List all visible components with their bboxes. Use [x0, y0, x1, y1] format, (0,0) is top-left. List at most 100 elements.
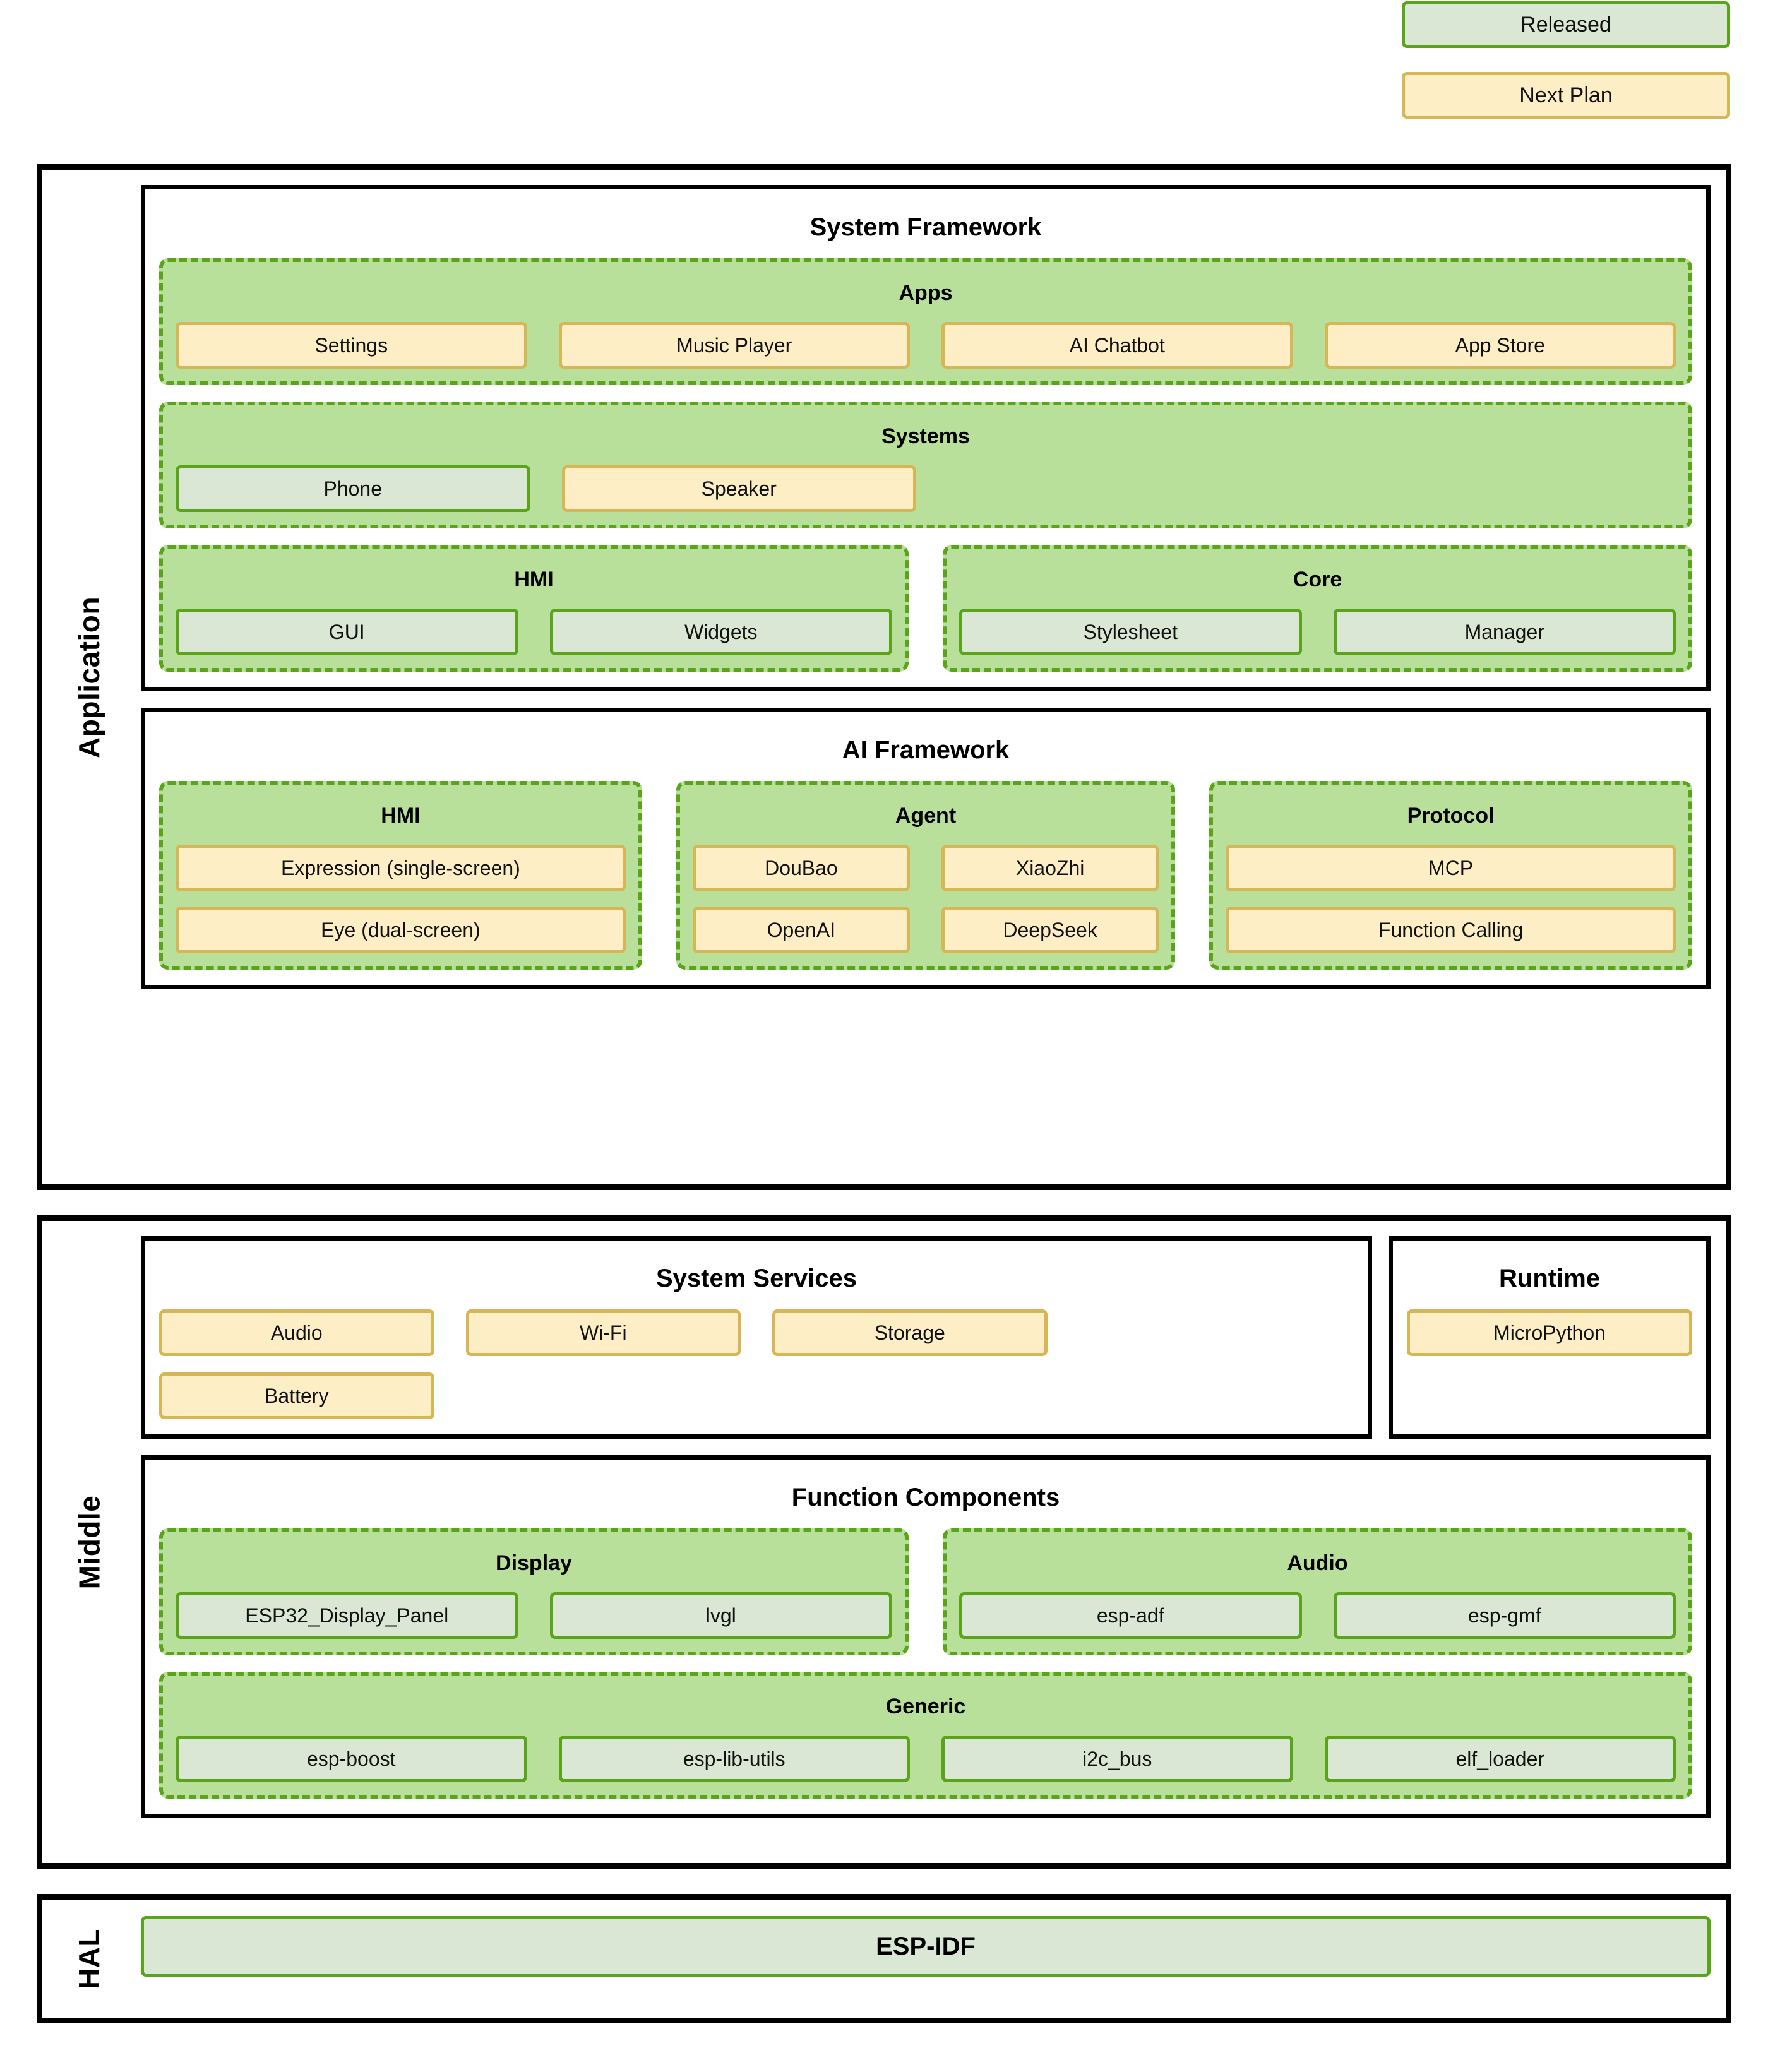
item-deepseek[interactable]: DeepSeek — [941, 907, 1159, 953]
hmi-core-row: HMI GUI Widgets Core Stylesheet — [159, 545, 1692, 672]
legend: Released Next Plan — [1402, 0, 1730, 119]
group-agent: Agent DouBao XiaoZhi OpenAI DeepSeek — [676, 781, 1176, 970]
item-wifi[interactable]: Wi-Fi — [465, 1309, 741, 1356]
panel-system-framework: System Framework Apps Settings Music Pla… — [141, 185, 1711, 691]
agent-row-1: DouBao XiaoZhi — [692, 845, 1159, 891]
item-doubao[interactable]: DouBao — [692, 845, 910, 891]
panel-function-components: Function Components Display ESP32_Displa… — [141, 1455, 1711, 1818]
group-title-apps: Apps — [899, 281, 953, 305]
systems-spacer-2 — [1328, 465, 1676, 512]
services-runtime-row: System Services Audio Wi-Fi Storage Batt… — [141, 1236, 1711, 1439]
group-title-generic: Generic — [885, 1694, 966, 1718]
core-row: Stylesheet Manager — [959, 609, 1676, 655]
runtime-row: MicroPython — [1407, 1309, 1692, 1356]
group-hmi-ai: HMI Expression (single-screen) Eye (dual… — [159, 781, 642, 970]
item-manager[interactable]: Manager — [1333, 609, 1676, 655]
item-settings[interactable]: Settings — [176, 322, 527, 369]
services-spacer-3 — [772, 1372, 1048, 1419]
item-xiaozhi[interactable]: XiaoZhi — [941, 845, 1159, 891]
group-core: Core Stylesheet Manager — [943, 545, 1692, 672]
protocol-stack: MCP Function Calling — [1226, 845, 1676, 953]
group-title-systems: Systems — [881, 424, 970, 448]
panel-system-services: System Services Audio Wi-Fi Storage Batt… — [141, 1236, 1372, 1439]
panel-title-system-services: System Services — [655, 1265, 857, 1292]
item-eye-dual-screen[interactable]: Eye (dual-screen) — [176, 907, 626, 953]
item-gui[interactable]: GUI — [176, 609, 518, 655]
item-esp-adf[interactable]: esp-adf — [959, 1592, 1302, 1639]
item-lvgl[interactable]: lvgl — [549, 1592, 892, 1639]
group-title-agent: Agent — [895, 804, 957, 828]
item-storage[interactable]: Storage — [772, 1309, 1048, 1356]
services-spacer-4 — [1079, 1372, 1354, 1419]
services-spacer-1 — [1079, 1309, 1354, 1356]
systems-spacer-1 — [948, 465, 1296, 512]
item-mcp[interactable]: MCP — [1226, 845, 1676, 891]
item-ai-chatbot[interactable]: AI Chatbot — [941, 322, 1293, 369]
item-esp-boost[interactable]: esp-boost — [176, 1736, 527, 1782]
system-services-grid: Audio Wi-Fi Storage Battery — [159, 1309, 1354, 1419]
layer-label-middle-text: Middle — [73, 1495, 106, 1589]
item-micropython[interactable]: MicroPython — [1407, 1309, 1692, 1356]
hmi-system-row: GUI Widgets — [176, 609, 892, 655]
item-function-calling[interactable]: Function Calling — [1226, 907, 1676, 953]
layer-label-application-text: Application — [73, 596, 106, 758]
layer-label-hal-text: HAL — [72, 1928, 105, 1989]
panel-title-ai-framework: AI Framework — [842, 736, 1010, 764]
services-spacer-2 — [466, 1372, 741, 1419]
item-music-player[interactable]: Music Player — [558, 322, 910, 369]
item-stylesheet[interactable]: Stylesheet — [959, 609, 1302, 655]
layer-hal: HAL ESP-IDF — [37, 1894, 1731, 2023]
item-battery[interactable]: Battery — [159, 1372, 434, 1419]
layer-application: Application System Framework Apps Settin… — [37, 164, 1731, 1190]
generic-row: esp-boost esp-lib-utils i2c_bus elf_load… — [176, 1736, 1676, 1782]
display-row: ESP32_Display_Panel lvgl — [176, 1592, 892, 1639]
item-app-store[interactable]: App Store — [1324, 322, 1676, 369]
apps-row: Settings Music Player AI Chatbot App Sto… — [176, 322, 1676, 369]
group-display: Display ESP32_Display_Panel lvgl — [159, 1528, 909, 1655]
layer-hal-body: ESP-IDF — [141, 1900, 1726, 1993]
group-title-core: Core — [1293, 568, 1342, 592]
group-title-display: Display — [496, 1551, 572, 1575]
layer-label-middle: Middle — [42, 1221, 136, 1863]
legend-next-plan: Next Plan — [1402, 72, 1730, 119]
panel-runtime: Runtime MicroPython — [1389, 1236, 1711, 1439]
item-esp-gmf[interactable]: esp-gmf — [1333, 1592, 1676, 1639]
ai-framework-row: HMI Expression (single-screen) Eye (dual… — [159, 781, 1692, 970]
item-esp-idf[interactable]: ESP-IDF — [141, 1916, 1711, 1977]
systems-row: Phone Speaker — [176, 465, 1676, 512]
group-generic: Generic esp-boost esp-lib-utils i2c_bus … — [159, 1672, 1692, 1799]
item-audio-service[interactable]: Audio — [159, 1309, 434, 1356]
item-phone[interactable]: Phone — [176, 465, 530, 512]
group-title-hmi-system: HMI — [514, 568, 554, 592]
item-esp32-display-panel[interactable]: ESP32_Display_Panel — [176, 1592, 518, 1639]
panel-ai-framework: AI Framework HMI Expression (single-scre… — [141, 708, 1711, 989]
layer-middle-body: System Services Audio Wi-Fi Storage Batt… — [141, 1221, 1726, 1833]
panel-title-function-components: Function Components — [791, 1484, 1060, 1511]
item-esp-lib-utils[interactable]: esp-lib-utils — [558, 1736, 910, 1782]
group-apps: Apps Settings Music Player AI Chatbot Ap… — [159, 258, 1692, 385]
legend-released: Released — [1402, 1, 1730, 48]
agent-stack: DouBao XiaoZhi OpenAI DeepSeek — [692, 845, 1159, 953]
display-audio-row: Display ESP32_Display_Panel lvgl Audio e… — [159, 1528, 1692, 1655]
group-hmi-system: HMI GUI Widgets — [159, 545, 909, 672]
agent-row-2: OpenAI DeepSeek — [692, 907, 1159, 953]
item-i2c-bus[interactable]: i2c_bus — [941, 1736, 1293, 1782]
group-protocol: Protocol MCP Function Calling — [1209, 781, 1692, 970]
group-title-hmi-ai: HMI — [381, 804, 421, 828]
item-speaker[interactable]: Speaker — [561, 465, 916, 512]
system-services-row-2: Battery — [159, 1372, 1354, 1419]
hmi-ai-stack: Expression (single-screen) Eye (dual-scr… — [176, 845, 626, 953]
item-expression-single-screen[interactable]: Expression (single-screen) — [176, 845, 626, 891]
item-openai[interactable]: OpenAI — [692, 907, 910, 953]
item-widgets[interactable]: Widgets — [549, 609, 892, 655]
layer-middle: Middle System Services Audio Wi-Fi Stora… — [37, 1215, 1731, 1869]
group-systems: Systems Phone Speaker — [159, 402, 1692, 528]
group-title-audio-components: Audio — [1287, 1551, 1348, 1575]
layer-application-body: System Framework Apps Settings Music Pla… — [141, 170, 1726, 1004]
panel-title-runtime: Runtime — [1499, 1265, 1600, 1292]
group-title-protocol: Protocol — [1407, 804, 1495, 828]
system-services-row-1: Audio Wi-Fi Storage — [159, 1309, 1354, 1356]
layer-label-hal: HAL — [42, 1900, 136, 2018]
item-elf-loader[interactable]: elf_loader — [1324, 1736, 1676, 1782]
